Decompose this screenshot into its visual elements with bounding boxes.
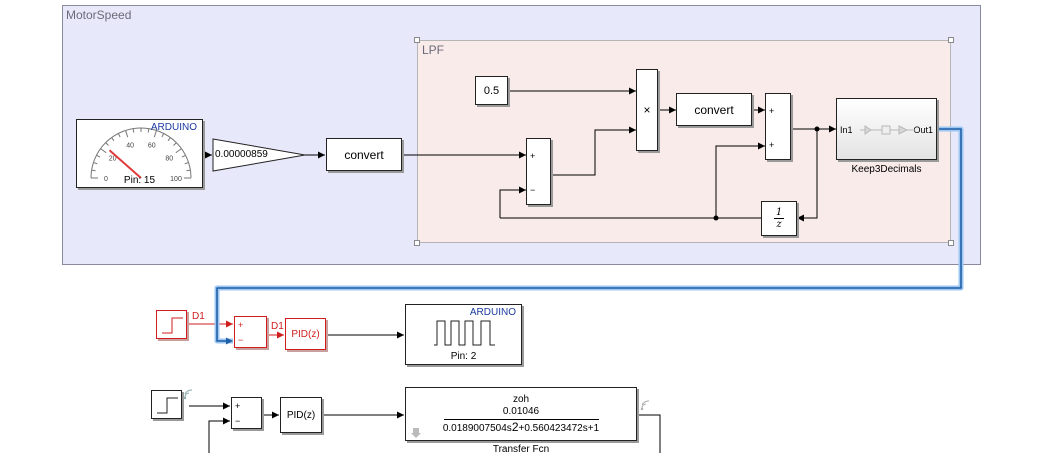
branch-point [814,126,820,132]
gauge-pin: Pin: 15 [123,175,156,186]
convert-block[interactable]: convert [326,138,402,171]
convert-label: convert [344,147,384,162]
sum-block-red[interactable]: + − [234,316,267,348]
lpf-convert-label: convert [694,102,734,117]
gauge-tick [117,133,121,138]
lpf-convert-block[interactable]: convert [676,93,752,126]
gauge-tick [153,130,157,138]
gauge-tick [96,154,101,158]
sum-red-minus: − [238,335,244,345]
gain-value: 0.00000859 [215,149,268,160]
keep-in-port: In1 [840,125,853,135]
sum-red-plus: + [238,320,244,330]
gauge-tick [186,169,191,172]
step-icon [157,397,178,414]
gauge-tick [161,133,165,138]
gauge-tick [175,148,182,154]
pid-label: PID(z) [286,409,316,421]
lpf-resize-handle[interactable] [948,240,954,246]
pid-block-red[interactable]: PID(z) [285,318,326,350]
gauge-tick [105,142,109,146]
wire-feedback2 [208,417,230,453]
pwm-waveform-icon [434,320,495,346]
tf-denominator: 0.0189007504s2+0.560423472s+1 [442,419,600,434]
signal-logging-icon [183,389,193,400]
lpf-sum-block[interactable]: + − [526,138,551,205]
arduino-pwm-block[interactable]: ARDUINO Pin: 2 [405,304,522,365]
gauge-tick [167,137,171,142]
wire-tf-out [637,414,661,453]
gauge-dial: 0 20 40 60 80 100 [90,127,192,183]
gauge-tick-label: 40 [126,143,134,150]
gauge-tick [147,128,150,133]
sum-minus: − [235,416,241,426]
pid-red-label: PID(z) [291,328,320,340]
tf-numerator: 0.01046 [502,405,540,417]
lpf-resize-handle[interactable] [414,240,420,246]
lpf-resize-handle[interactable] [414,37,420,43]
transfer-fcn-caption: Transfer Fcn [492,444,550,455]
gauge-brand: ARDUINO [150,122,197,133]
constant-value: 0.5 [483,84,500,97]
keep-internal-icon [860,125,915,135]
product-block[interactable]: × [636,69,658,151]
unit-delay-block[interactable]: 1 z [761,201,797,236]
gauge-tick [181,154,186,158]
keep3decimals-caption: Keep3Decimals [851,164,922,175]
gauge-tick [93,162,98,165]
gauge-needle [108,149,142,179]
tf-method: zoh [512,393,530,405]
gauge-tick [173,142,177,146]
gauge-tick [100,148,107,154]
signal-logging-icon [640,400,650,411]
sum-plus: + [235,401,241,411]
constant-block[interactable]: 0.5 [475,76,508,105]
signal-d1-out-label: D1 [271,321,284,332]
gauge-tick-label: 100 [170,176,182,183]
pwm-pin: Pin: 2 [450,351,477,362]
delay-denominator: z [776,219,782,230]
gauge-tick-label: 20 [109,155,117,162]
gauge-tick [184,162,189,165]
add-plus-port: + [769,106,775,116]
lpf-add-block[interactable]: + + [765,93,791,160]
sum-minus-port: − [530,185,536,195]
delay-numerator: 1 [773,207,785,219]
gauge-tick [125,130,129,138]
wire-delay-sum-minus [499,186,526,218]
transfer-fcn-block[interactable]: zoh 0.01046 0.0189007504s2+0.560423472s+… [405,387,637,441]
wire-sum-product [551,126,636,176]
pwm-brand: ARDUINO [469,307,516,318]
pid-block[interactable]: PID(z) [280,397,322,433]
step-icon [162,317,183,334]
motor-speed-label: MotorSpeed [66,8,132,22]
gauge-tick [111,137,115,142]
lpf-label: LPF [422,43,445,57]
step-block-red[interactable] [156,310,187,339]
arduino-encoder-gauge[interactable]: 0 20 40 60 80 100 ARDUINO Pin: 15 [76,119,203,188]
gauge-tick-label: 60 [148,143,156,150]
product-sign: × [643,103,651,117]
tf-fraction-bar [443,418,599,420]
branch-point [713,215,719,221]
lpf-resize-handle[interactable] [948,37,954,43]
highlighted-feedback-line [214,126,964,345]
sum-plus-port: + [530,151,536,161]
download-arrow-icon [411,428,421,438]
wire-delay-sum2 [715,142,765,218]
step-block[interactable] [151,390,182,419]
gauge-tick [91,169,96,172]
gauge-tick [132,128,135,133]
signal-d1-label: D1 [192,311,205,322]
add-plus-port: + [769,140,775,150]
gauge-tick-label: 80 [165,155,173,162]
wire-feedback-delay [797,129,818,222]
sum-block[interactable]: + − [231,397,262,429]
gauge-tick-label: 0 [104,176,108,183]
keep3decimals-block[interactable]: In1 Out1 [836,98,937,160]
keep-out-port: Out1 [913,125,933,135]
gain-block[interactable]: 0.00000859 [211,137,307,173]
